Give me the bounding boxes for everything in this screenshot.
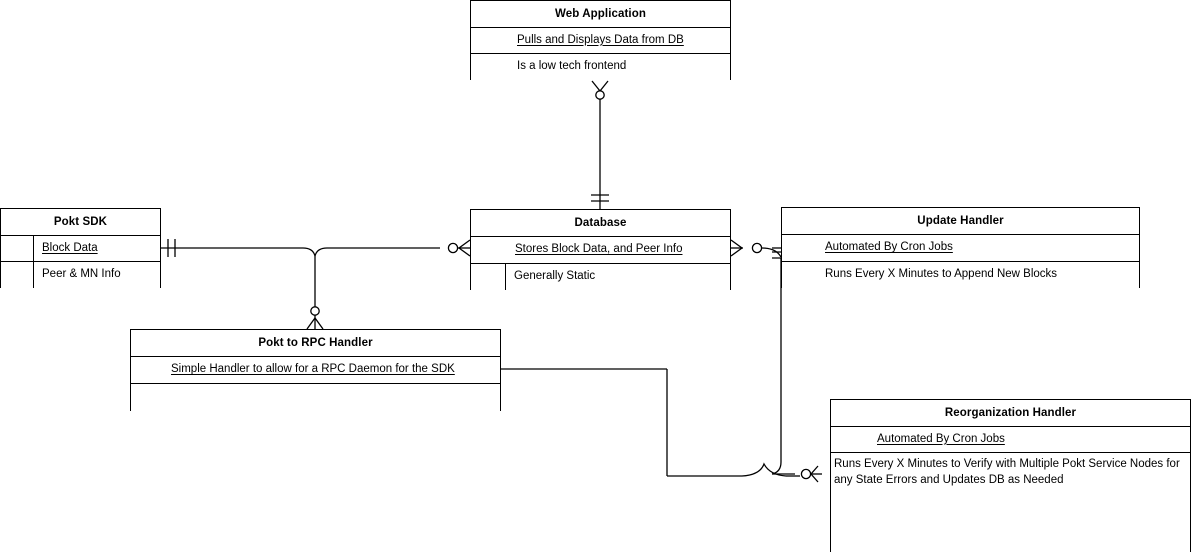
entity-reorganization-handler[interactable]: Reorganization Handler Automated By Cron… (830, 399, 1191, 552)
entity-title-text: Database (574, 217, 627, 229)
entity-title-text: Pokt SDK (53, 216, 108, 228)
entity-attribute-row[interactable]: Peer & MN Info (1, 262, 160, 288)
entity-attribute-row[interactable]: Automated By Cron Jobs (831, 427, 1190, 453)
row-gutter (1, 262, 34, 288)
attribute-text: Automated By Cron Jobs (825, 241, 953, 254)
attribute-text: Automated By Cron Jobs (877, 432, 1005, 445)
attribute-text: Simple Handler to allow for a RPC Daemon… (171, 363, 455, 376)
attribute-text: Generally Static (514, 270, 596, 283)
entity-title-pokt-to-rpc-handler: Pokt to RPC Handler (131, 330, 500, 357)
entity-title-update-handler: Update Handler (782, 208, 1139, 235)
row-gutter (471, 264, 506, 290)
entity-title-database: Database (471, 210, 730, 237)
entity-pokt-sdk[interactable]: Pokt SDK Block Data Peer & MN Info (0, 208, 161, 288)
attribute-text: Runs Every X Minutes to Verify with Mult… (834, 458, 1180, 486)
entity-web-application[interactable]: Web Application Pulls and Displays Data … (470, 0, 731, 80)
entity-title-pokt-sdk: Pokt SDK (1, 209, 160, 236)
entity-pokt-to-rpc-handler[interactable]: Pokt to RPC Handler Simple Handler to al… (130, 329, 501, 411)
entity-title-reorganization-handler: Reorganization Handler (831, 400, 1190, 427)
entity-update-handler[interactable]: Update Handler Automated By Cron Jobs Ru… (781, 207, 1140, 288)
entity-title-web-application: Web Application (471, 1, 730, 28)
attribute-text: Block Data (42, 241, 98, 254)
attribute-text: Pulls and Displays Data from DB (517, 33, 684, 46)
connector-web-application-database (591, 80, 609, 209)
attribute-text: Stores Block Data, and Peer Info (515, 243, 683, 256)
entity-attribute-row[interactable]: Automated By Cron Jobs (782, 235, 1139, 262)
entity-attribute-row[interactable]: Pulls and Displays Data from DB (471, 28, 730, 54)
entity-attribute-row[interactable]: Is a low tech frontend (471, 54, 730, 80)
entity-attribute-row[interactable]: Generally Static (471, 264, 730, 290)
connector-update-handler-reorganization-handler (771, 258, 822, 483)
connector-pokt-sdk-database (161, 239, 471, 257)
entity-database[interactable]: Database Stores Block Data, and Peer Inf… (470, 209, 731, 290)
entity-attribute-row[interactable]: Runs Every X Minutes to Append New Block… (782, 262, 1139, 288)
entity-title-text: Update Handler (917, 215, 1004, 227)
entity-title-text: Pokt to RPC Handler (258, 337, 373, 349)
connector-pokt-sdk-rpc-handler (306, 256, 324, 330)
entity-title-text: Web Application (555, 8, 646, 20)
attribute-text: Is a low tech frontend (517, 60, 627, 73)
entity-attribute-row[interactable]: Simple Handler to allow for a RPC Daemon… (131, 357, 500, 384)
entity-attribute-row[interactable] (131, 384, 500, 411)
row-gutter (1, 236, 34, 261)
attribute-text: Peer & MN Info (42, 268, 121, 281)
connector-rpc-handler-reorganization-handler (501, 368, 800, 477)
entity-attribute-row[interactable]: Stores Block Data, and Peer Info (471, 237, 730, 264)
entity-attribute-row[interactable]: Block Data (1, 236, 160, 262)
attribute-text: Runs Every X Minutes to Append New Block… (825, 268, 1058, 281)
entity-title-text: Reorganization Handler (944, 407, 1077, 419)
entity-attribute-row[interactable]: Runs Every X Minutes to Verify with Mult… (831, 453, 1190, 552)
